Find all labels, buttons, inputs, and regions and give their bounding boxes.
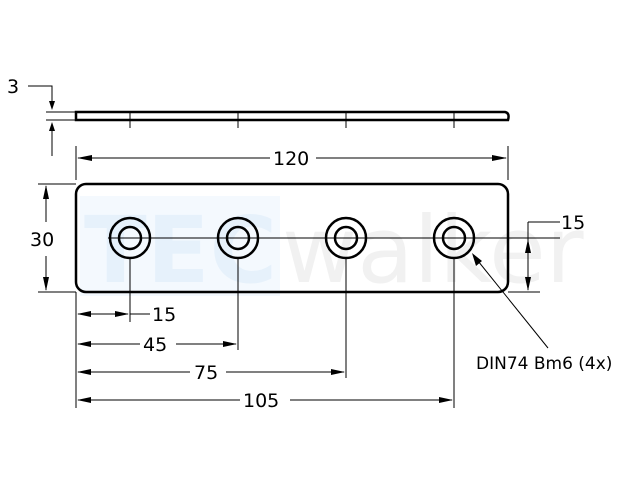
thickness-label: 3 — [7, 76, 19, 98]
arrowhead — [115, 311, 129, 317]
arrowhead — [525, 239, 531, 253]
hole-offset-dimension: 15 — [508, 212, 585, 293]
leader-line — [28, 85, 53, 108]
hole1-position-dimension: 15 — [77, 304, 176, 326]
thickness-dimension: 3 — [7, 76, 76, 156]
arrowhead — [223, 341, 237, 347]
side-view-outline — [74, 110, 510, 122]
note-leader-line — [473, 255, 549, 349]
side-view-hole-marks — [129, 112, 455, 128]
arrowhead — [49, 101, 55, 110]
height-dimension: 30 — [30, 183, 76, 293]
watermark-tec: TEC — [84, 197, 277, 304]
arrowhead — [77, 369, 91, 375]
hole-bore — [225, 225, 251, 251]
arrowhead — [525, 277, 531, 291]
hole-bore — [117, 225, 143, 251]
hole-bore — [333, 225, 359, 251]
arrowhead — [331, 369, 345, 375]
hole3-position-dimension: 75 — [77, 362, 345, 384]
hole2-position-label: 45 — [143, 334, 167, 356]
watermark-walker: walker — [282, 197, 584, 304]
arrowhead — [77, 341, 91, 347]
arrowhead — [77, 155, 92, 161]
overall-length-label: 120 — [273, 148, 309, 170]
arrowhead — [43, 185, 49, 199]
hole2-position-dimension: 45 — [77, 334, 237, 356]
arrowhead — [472, 253, 482, 266]
arrowhead — [439, 397, 453, 403]
hole-bore — [441, 225, 467, 251]
arrowhead — [492, 155, 507, 161]
height-label: 30 — [30, 229, 54, 251]
overall-length-dimension: 120 — [75, 146, 509, 180]
arrowhead — [49, 122, 55, 131]
hole1-position-label: 15 — [152, 304, 176, 326]
arrowhead — [43, 277, 49, 291]
hole4-position-dimension: 105 — [77, 390, 453, 412]
hole-offset-label: 15 — [561, 212, 585, 234]
hole3-position-label: 75 — [194, 362, 218, 384]
watermark: TEC walker — [80, 196, 584, 304]
hole-extension-lines — [75, 258, 455, 408]
arrowhead — [77, 397, 91, 403]
arrowhead — [77, 311, 91, 317]
hole4-position-label: 105 — [243, 390, 279, 412]
hole-note-label: DIN74 Bm6 (4x) — [476, 354, 612, 374]
hole-note: DIN74 Bm6 (4x) — [472, 253, 612, 374]
side-view: 3 — [7, 76, 510, 156]
